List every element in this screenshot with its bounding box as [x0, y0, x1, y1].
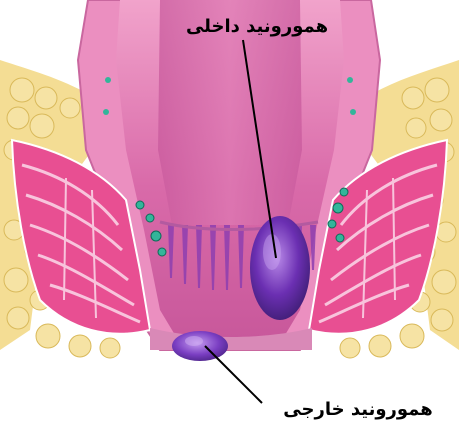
external-hemorrhoid-label: همورونید خارجی — [262, 399, 454, 421]
internal-hemorrhoid-label: همورونید داخلی — [152, 16, 362, 38]
external-hemorrhoid — [172, 331, 228, 361]
external-hemorrhoid-pointer — [205, 346, 262, 403]
internal-hemorrhoid — [250, 216, 310, 320]
